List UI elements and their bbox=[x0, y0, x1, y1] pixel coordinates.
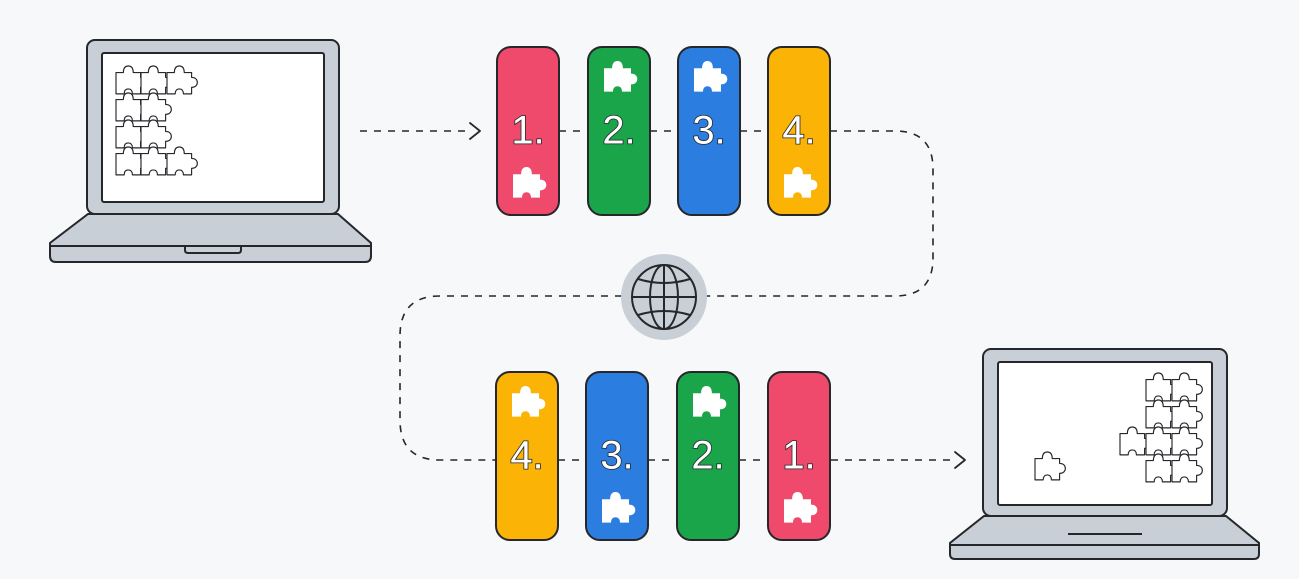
packet-2: 2. bbox=[676, 371, 740, 541]
packet-4: 4. bbox=[495, 371, 559, 541]
packet-body bbox=[676, 371, 740, 541]
packet-number-label: 4. bbox=[510, 434, 543, 478]
packet-4: 4. bbox=[767, 46, 831, 216]
packet-body bbox=[496, 46, 560, 216]
packet-number-label: 1. bbox=[782, 434, 815, 478]
arrow-head-right-icon bbox=[954, 451, 966, 469]
packet-number-label: 3. bbox=[600, 434, 633, 478]
packet-3: 3. bbox=[585, 371, 649, 541]
packet-number-label: 2. bbox=[602, 109, 635, 153]
packet-number-label: 4. bbox=[782, 109, 815, 153]
packet-number-label: 2. bbox=[691, 434, 724, 478]
packets-sent-row: 1. 2. 3. 4. bbox=[496, 46, 831, 216]
packet-body bbox=[677, 46, 741, 216]
receiver-laptop-icon bbox=[949, 348, 1260, 560]
packet-3: 3. bbox=[677, 46, 741, 216]
packet-1: 1. bbox=[496, 46, 560, 216]
packet-body bbox=[495, 371, 559, 541]
packet-2: 2. bbox=[587, 46, 651, 216]
arrow-head-right-icon bbox=[469, 122, 481, 140]
packet-body bbox=[585, 371, 649, 541]
sender-laptop-icon bbox=[49, 39, 372, 263]
connector-top-to-globe bbox=[706, 130, 934, 297]
flow-path bbox=[360, 122, 966, 469]
connector-globe-to-bottom bbox=[399, 295, 622, 461]
packet-body bbox=[767, 46, 831, 216]
packet-number-label: 3. bbox=[692, 109, 725, 153]
packet-number-label: 1. bbox=[511, 109, 544, 153]
globe-icon bbox=[621, 254, 707, 340]
packet-body bbox=[767, 371, 831, 541]
packet-1: 1. bbox=[767, 371, 831, 541]
packet-body bbox=[587, 46, 651, 216]
packets-received-row: 4. 3. 2. 1. bbox=[495, 371, 831, 541]
